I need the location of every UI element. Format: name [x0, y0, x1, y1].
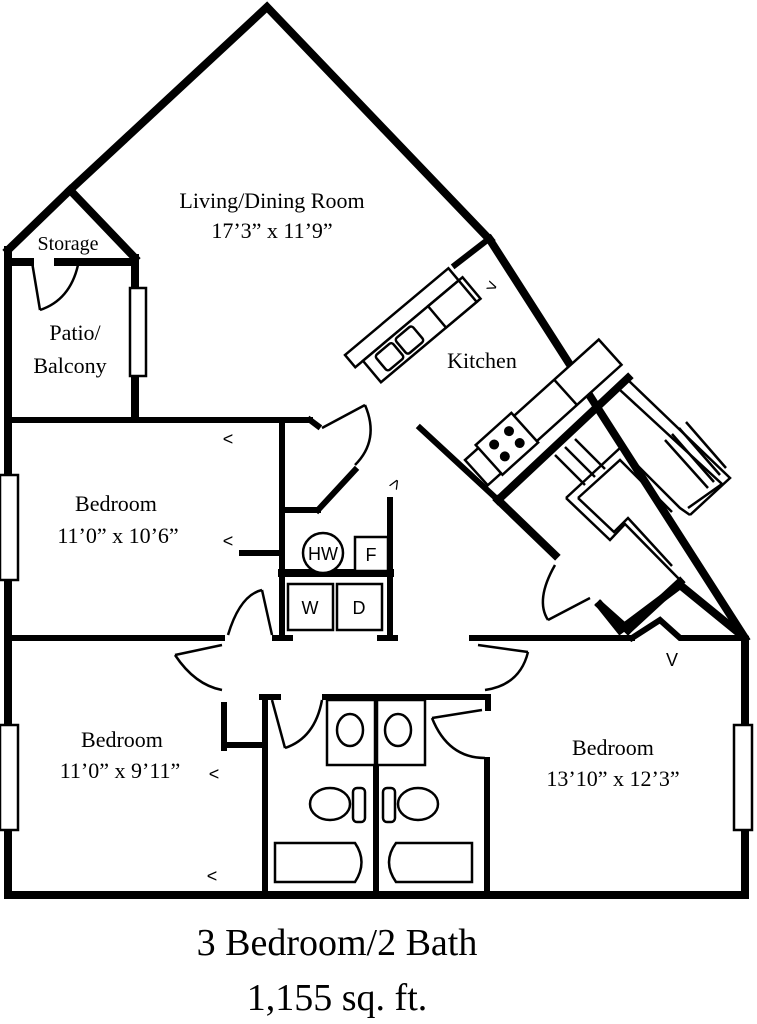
burner-icon: [514, 438, 525, 449]
bedroom2-label: Bedroom: [81, 727, 163, 752]
living-room-dims: 17’3” x 11’9”: [211, 218, 332, 243]
bedroom3-window: [732, 723, 754, 832]
sink-basin-left: [374, 342, 405, 372]
closet-marker: <: [223, 429, 234, 449]
storage-closet: Storage: [4, 184, 141, 312]
bedroom1-label: Bedroom: [75, 491, 157, 516]
doors: [173, 403, 591, 760]
furnace-label: F: [366, 545, 377, 565]
furnace-icon: [353, 535, 390, 573]
living-room-label: Living/Dining Room: [179, 188, 364, 213]
closet-marker: V: [666, 650, 678, 670]
stove: [473, 411, 540, 477]
dryer-icon: [335, 582, 384, 632]
square-footage: 1,155 sq. ft.: [247, 977, 428, 1019]
storage-label: Storage: [37, 233, 98, 255]
kitchen-label: Kitchen: [447, 348, 517, 373]
dryer-label: D: [353, 598, 366, 618]
vanity-left: [325, 698, 377, 767]
kitchen-fixtures: Kitchen: [343, 266, 624, 488]
patio-window: [128, 286, 148, 378]
bathrooms: [273, 698, 474, 884]
patio-label-line2: Balcony: [33, 353, 106, 378]
closet-marker: >: [384, 474, 407, 493]
bedroom2-window: [0, 723, 20, 832]
sink-basin-right: [394, 325, 425, 355]
patio-label-line1: Patio/: [49, 320, 101, 345]
windows: [0, 473, 754, 832]
water-heater-icon: [301, 531, 345, 575]
pantry-marker: >: [484, 275, 501, 297]
utility-closet: HW F W D: [286, 531, 390, 632]
bedroom3-label: Bedroom: [572, 735, 654, 760]
bedroom1-dims: 11’0” x 10’6”: [57, 523, 178, 548]
bedroom3-dims: 13’10” x 12’3”: [546, 766, 679, 791]
toilet-bowl-icon: [308, 786, 352, 822]
burner-icon: [503, 426, 514, 437]
toilet-tank-icon: [381, 786, 397, 824]
room-labels: Living/Dining Room 17’3” x 11’9” Bedroom…: [57, 188, 679, 791]
sink-icon: [383, 712, 413, 748]
toilet-tank-icon: [351, 786, 367, 824]
dishwasher: [426, 278, 479, 330]
bedroom2-dims: 11’0” x 9’11”: [60, 758, 181, 783]
closet-marker: <: [207, 866, 218, 886]
stairwell: [554, 379, 732, 581]
closet-marker: <: [223, 531, 234, 551]
plan-caption: 3 Bedroom/2 Bath 1,155 sq. ft.: [197, 922, 478, 1019]
sink-icon: [335, 712, 365, 748]
closet-marker: <: [209, 764, 220, 784]
unit-type: 3 Bedroom/2 Bath: [197, 922, 478, 964]
washer-icon: [286, 582, 335, 632]
toilet-bowl-icon: [396, 786, 440, 822]
burner-icon: [489, 439, 500, 450]
patio-balcony: Patio/ Balcony: [33, 286, 148, 422]
bathtub-left: [273, 841, 363, 884]
bedroom1-window: [0, 473, 20, 582]
water-heater-label: HW: [308, 544, 338, 564]
interior-walls: [5, 233, 748, 898]
bathtub-right: [387, 841, 474, 884]
washer-label: W: [302, 598, 319, 618]
burner-icon: [499, 451, 510, 462]
